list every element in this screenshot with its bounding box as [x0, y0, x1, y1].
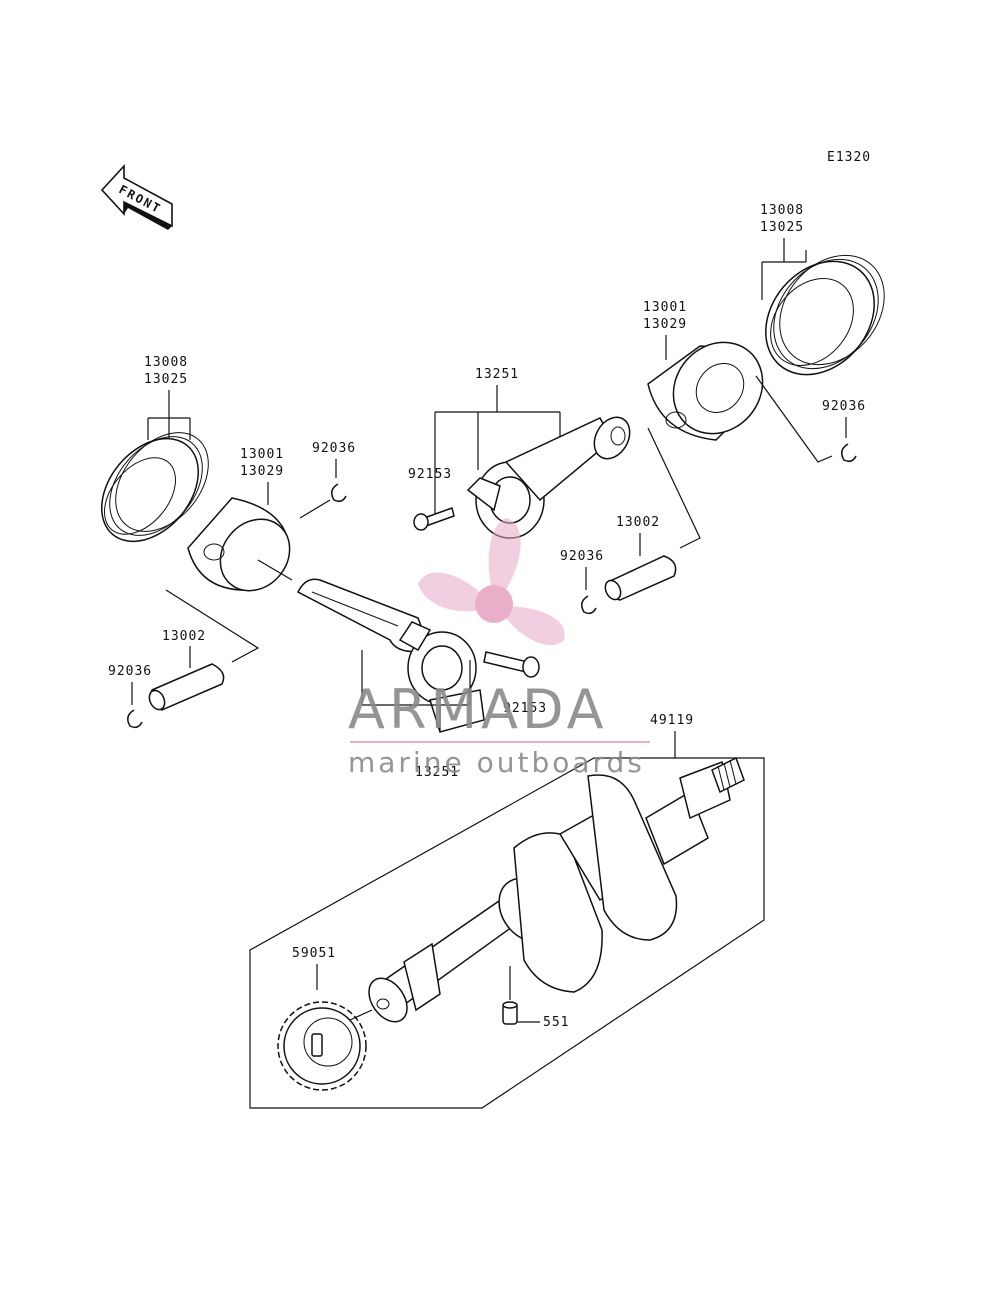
label-crankshaft: 49119: [650, 713, 694, 728]
label-left-clip-upper: 92036: [312, 441, 356, 456]
right-piston-rings: [765, 254, 885, 376]
right-clip-upper: [841, 443, 857, 463]
label-right-ring-1: 13008: [760, 203, 804, 218]
label-right-clip-mid: 92036: [560, 549, 604, 564]
left-piston-rings: [100, 432, 209, 543]
label-right-piston-2: 13029: [643, 317, 687, 332]
label-bolt-lower: 92153: [503, 701, 547, 716]
lower-conrod-bolt: [483, 651, 540, 678]
crankshaft: [368, 756, 745, 1023]
front-arrow-icon: FRONT: [100, 163, 173, 230]
label-right-pin: 13002: [616, 515, 660, 530]
left-clip-upper: [331, 483, 347, 503]
label-gear: 59051: [292, 946, 336, 961]
dowel-pin: [502, 1001, 518, 1025]
label-left-clip-lower: 92036: [108, 664, 152, 679]
watermark-brand: ARMADA: [348, 678, 608, 741]
left-piston: [187, 497, 291, 592]
label-left-piston-2: 13029: [240, 464, 284, 479]
left-clip-lower: [127, 709, 143, 729]
armada-watermark: ARMADA marine outboards: [348, 518, 650, 779]
right-clip-mid: [581, 595, 597, 615]
label-conrod-upper: 13251: [475, 367, 519, 382]
left-piston-pin: [148, 663, 225, 711]
timing-gear: [277, 1001, 367, 1091]
label-bolt-upper: 92153: [408, 467, 452, 482]
label-left-ring-2: 13025: [144, 372, 188, 387]
watermark-tagline: marine outboards: [348, 746, 645, 779]
label-right-ring-2: 13025: [760, 220, 804, 235]
label-right-clip-upper: 92036: [822, 399, 866, 414]
label-left-pin: 13002: [162, 629, 206, 644]
label-left-piston-1: 13001: [240, 447, 284, 462]
right-piston: [647, 341, 764, 441]
right-piston-pin: [604, 555, 677, 601]
upper-connecting-rod: [466, 416, 631, 539]
label-conrod-lower: 13251: [415, 765, 459, 780]
label-dowel: 551: [543, 1015, 569, 1030]
label-left-ring-1: 13008: [144, 355, 188, 370]
propeller-logo-icon: [418, 518, 565, 646]
label-right-piston-1: 13001: [643, 300, 687, 315]
upper-conrod-bolt: [413, 507, 455, 531]
diagram-code: E1320: [827, 150, 871, 165]
